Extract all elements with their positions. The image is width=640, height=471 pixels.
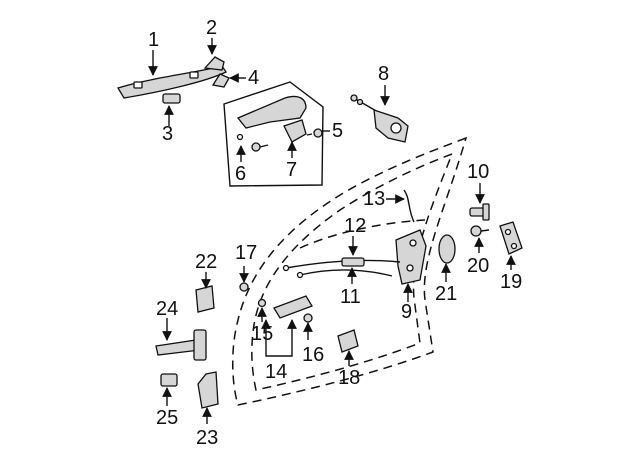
callout-25: 25 bbox=[156, 407, 179, 429]
part-screw-20 bbox=[470, 225, 490, 237]
part-door-lock bbox=[395, 229, 427, 285]
callout-9: 9 bbox=[401, 301, 413, 323]
callout-21: 21 bbox=[435, 283, 458, 305]
callout-23: 23 bbox=[196, 427, 219, 449]
callout-15: 15 bbox=[251, 323, 274, 345]
leader-arrows bbox=[148, 38, 516, 424]
callout-11: 11 bbox=[340, 286, 361, 308]
part-handle-cap bbox=[203, 56, 225, 71]
part-handle-bezel bbox=[337, 329, 359, 353]
part-lock-actuator bbox=[350, 94, 409, 143]
part-clip bbox=[239, 282, 249, 292]
callout-20: 20 bbox=[467, 255, 490, 277]
part-striker bbox=[499, 221, 523, 255]
part-outside-handle bbox=[117, 65, 227, 99]
callout-12: 12 bbox=[344, 215, 367, 237]
part-lower-hinge bbox=[197, 371, 219, 409]
callout-17: 17 bbox=[235, 242, 258, 264]
callout-4: 4 bbox=[248, 67, 260, 89]
part-door-check bbox=[155, 329, 207, 361]
part-lock-rod bbox=[403, 189, 415, 223]
callout-18: 18 bbox=[338, 367, 361, 389]
callout-14: 14 bbox=[265, 361, 288, 383]
callout-1: 1 bbox=[148, 29, 160, 51]
part-striker-bolt bbox=[469, 203, 490, 221]
callout-7: 7 bbox=[286, 159, 298, 181]
callout-8: 8 bbox=[378, 63, 390, 85]
part-inside-handle bbox=[257, 295, 313, 323]
part-frame-assembly-box bbox=[223, 81, 324, 187]
part-cover-plate bbox=[438, 234, 456, 264]
part-upper-hinge bbox=[195, 285, 215, 313]
callout-13: 13 bbox=[363, 188, 386, 210]
part-handle-pad bbox=[162, 93, 181, 104]
callout-24: 24 bbox=[156, 298, 179, 320]
part-cables bbox=[282, 257, 401, 279]
callout-10: 10 bbox=[467, 161, 490, 183]
part-plug bbox=[160, 373, 178, 387]
callout-6: 6 bbox=[235, 163, 247, 185]
callout-2: 2 bbox=[206, 17, 218, 39]
callout-19: 19 bbox=[500, 271, 523, 293]
callout-3: 3 bbox=[162, 123, 174, 145]
callout-5: 5 bbox=[332, 120, 344, 142]
part-handle-cover bbox=[211, 73, 230, 88]
callout-22: 22 bbox=[195, 251, 218, 273]
callout-16: 16 bbox=[302, 344, 325, 366]
